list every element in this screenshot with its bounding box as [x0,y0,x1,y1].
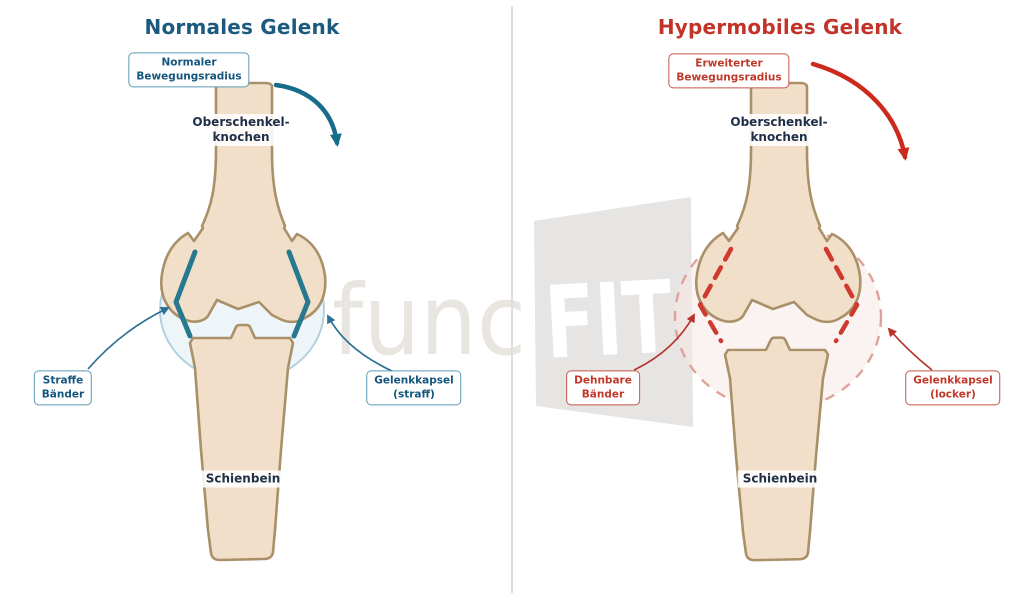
capsule-pointer-right [887,327,933,371]
panel-divider [511,6,513,593]
extended-motion-arrow [810,61,910,161]
right-tibia-bone [723,336,830,562]
left-femur-label: Oberschenkel- knochen [187,114,295,146]
stretchy-ligaments-label: Dehnbare Bänder [566,370,640,406]
right-femur-bone [694,81,862,324]
extended-range-label: Erweiterter Bewegungsradius [668,53,790,89]
watermark-func-text: func [332,264,526,377]
normal-range-label: Normaler Bewegungsradius [128,52,250,88]
capsule-pointer-left [327,314,393,372]
tight-capsule-label: Gelenkkapsel (straff) [366,370,462,406]
loose-capsule-label: Gelenkkapsel (locker) [905,370,1001,406]
watermark-flag-shape [534,197,693,427]
right-tibia-label: Schienbein [737,470,823,488]
ligament-pointer-right [633,313,695,371]
left-ligament-medial [173,249,198,339]
right-ligament-lateral-stretched [823,246,860,344]
watermark-fit-text: FIT [542,258,675,381]
watermark: func FIT [332,197,693,427]
left-tibia-label: Schienbein [200,470,286,488]
right-ligament-medial-stretched [697,246,734,344]
tight-ligaments-label: Straffe Bänder [33,370,93,406]
right-panel-title: Hypermobiles Gelenk [657,15,903,39]
normal-motion-arrow [273,82,342,147]
ligament-pointer-left [87,306,170,370]
left-panel-title: Normales Gelenk [144,15,340,39]
right-femur-label: Oberschenkel- knochen [725,114,833,146]
left-ligament-lateral [286,249,311,339]
left-tibia-bone [188,323,295,562]
